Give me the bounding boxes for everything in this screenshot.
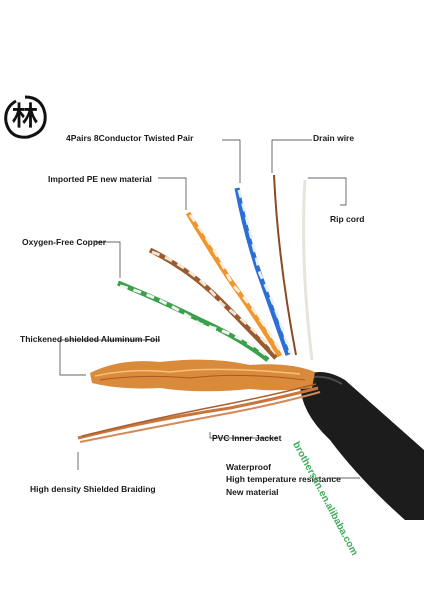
brush-circle-icon [4, 95, 47, 139]
twisted-pair-blue [234, 187, 292, 356]
label-aluminum-foil: Thickened shielded Aluminum Foil [20, 334, 160, 344]
label-twisted-pair: 4Pairs 8Conductor Twisted Pair [66, 133, 194, 143]
drain-wire [273, 174, 297, 356]
label-drain-wire: Drain wire [313, 133, 355, 143]
logo-glyph: 林 [11, 102, 38, 132]
label-high-temp: High temperature resistance [226, 474, 341, 484]
brand-logo: 林 [2, 94, 48, 140]
twisted-pair-brown [148, 247, 280, 360]
shield-braiding [77, 383, 321, 443]
twisted-pair-orange [185, 211, 284, 358]
label-copper: Oxygen-Free Copper [22, 237, 107, 247]
rip-cord [302, 179, 314, 361]
label-rip-cord: Rip cord [330, 214, 365, 224]
label-pe-material: Imported PE new material [48, 174, 152, 184]
label-braiding: High density Shielded Braiding [30, 484, 156, 494]
twisted-pair-green [117, 280, 271, 362]
aluminum-foil [90, 359, 315, 392]
label-new-material: New material [226, 487, 279, 497]
leader-lines [59, 139, 360, 479]
label-waterproof: Waterproof [226, 462, 272, 472]
label-pvc-jacket: PVC Inner Jacket [212, 433, 282, 443]
